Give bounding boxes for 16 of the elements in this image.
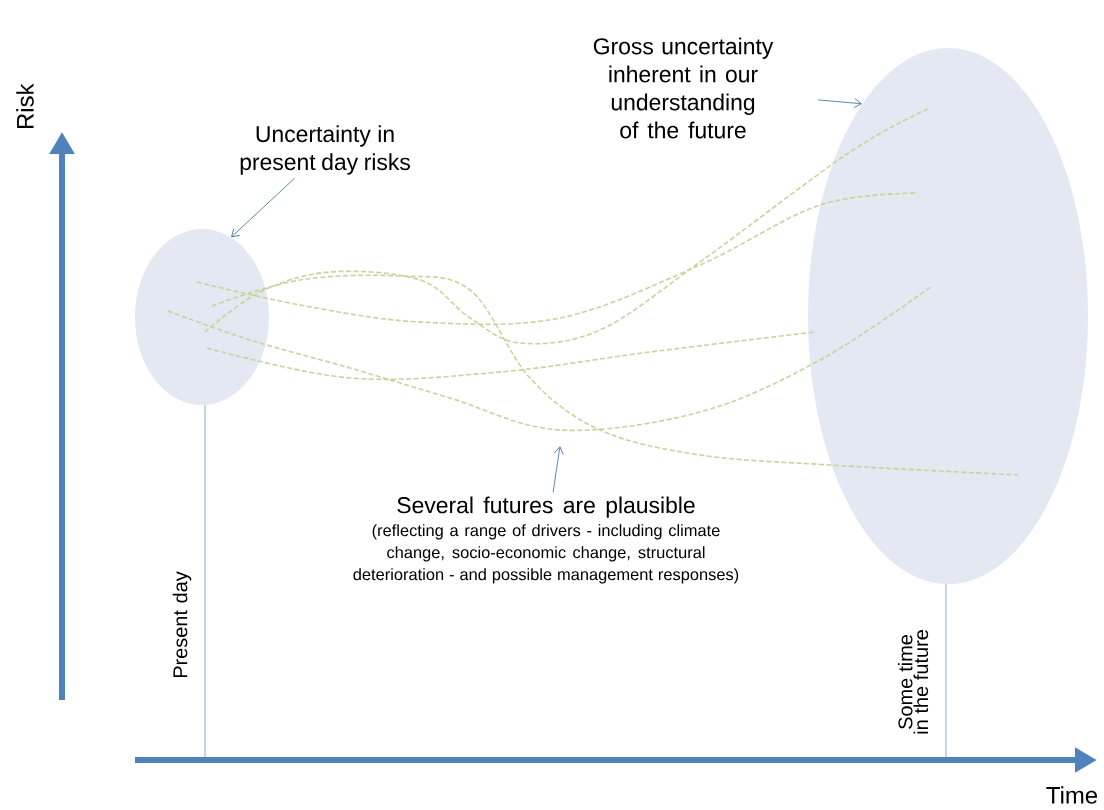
dashed-curve xyxy=(211,274,1019,476)
shaded-ellipse xyxy=(135,229,269,405)
leader-arrow xyxy=(231,177,296,238)
leader-arrow xyxy=(817,98,862,109)
dashed-curve xyxy=(204,107,931,345)
shaded-ellipse xyxy=(808,48,1088,584)
dashed-curve xyxy=(206,331,816,381)
callout-text: Several futures are plausible (reflecting a range of drivers - including climate change, socio-economic change, structural deterioration - and possible management responses) xyxy=(353,496,739,584)
dashed-curve xyxy=(167,285,933,432)
callout-text: Gross uncertainty inherent in our understanding of the future xyxy=(593,37,774,139)
callout-text: Uncertainty in present day risks xyxy=(240,125,410,175)
time-label: Some time in the future xyxy=(897,630,929,734)
time-label: Present day xyxy=(172,571,192,678)
axis-label: Risk xyxy=(16,83,34,129)
leader-arrow xyxy=(552,446,564,493)
axis-label: Time xyxy=(1046,786,1098,804)
